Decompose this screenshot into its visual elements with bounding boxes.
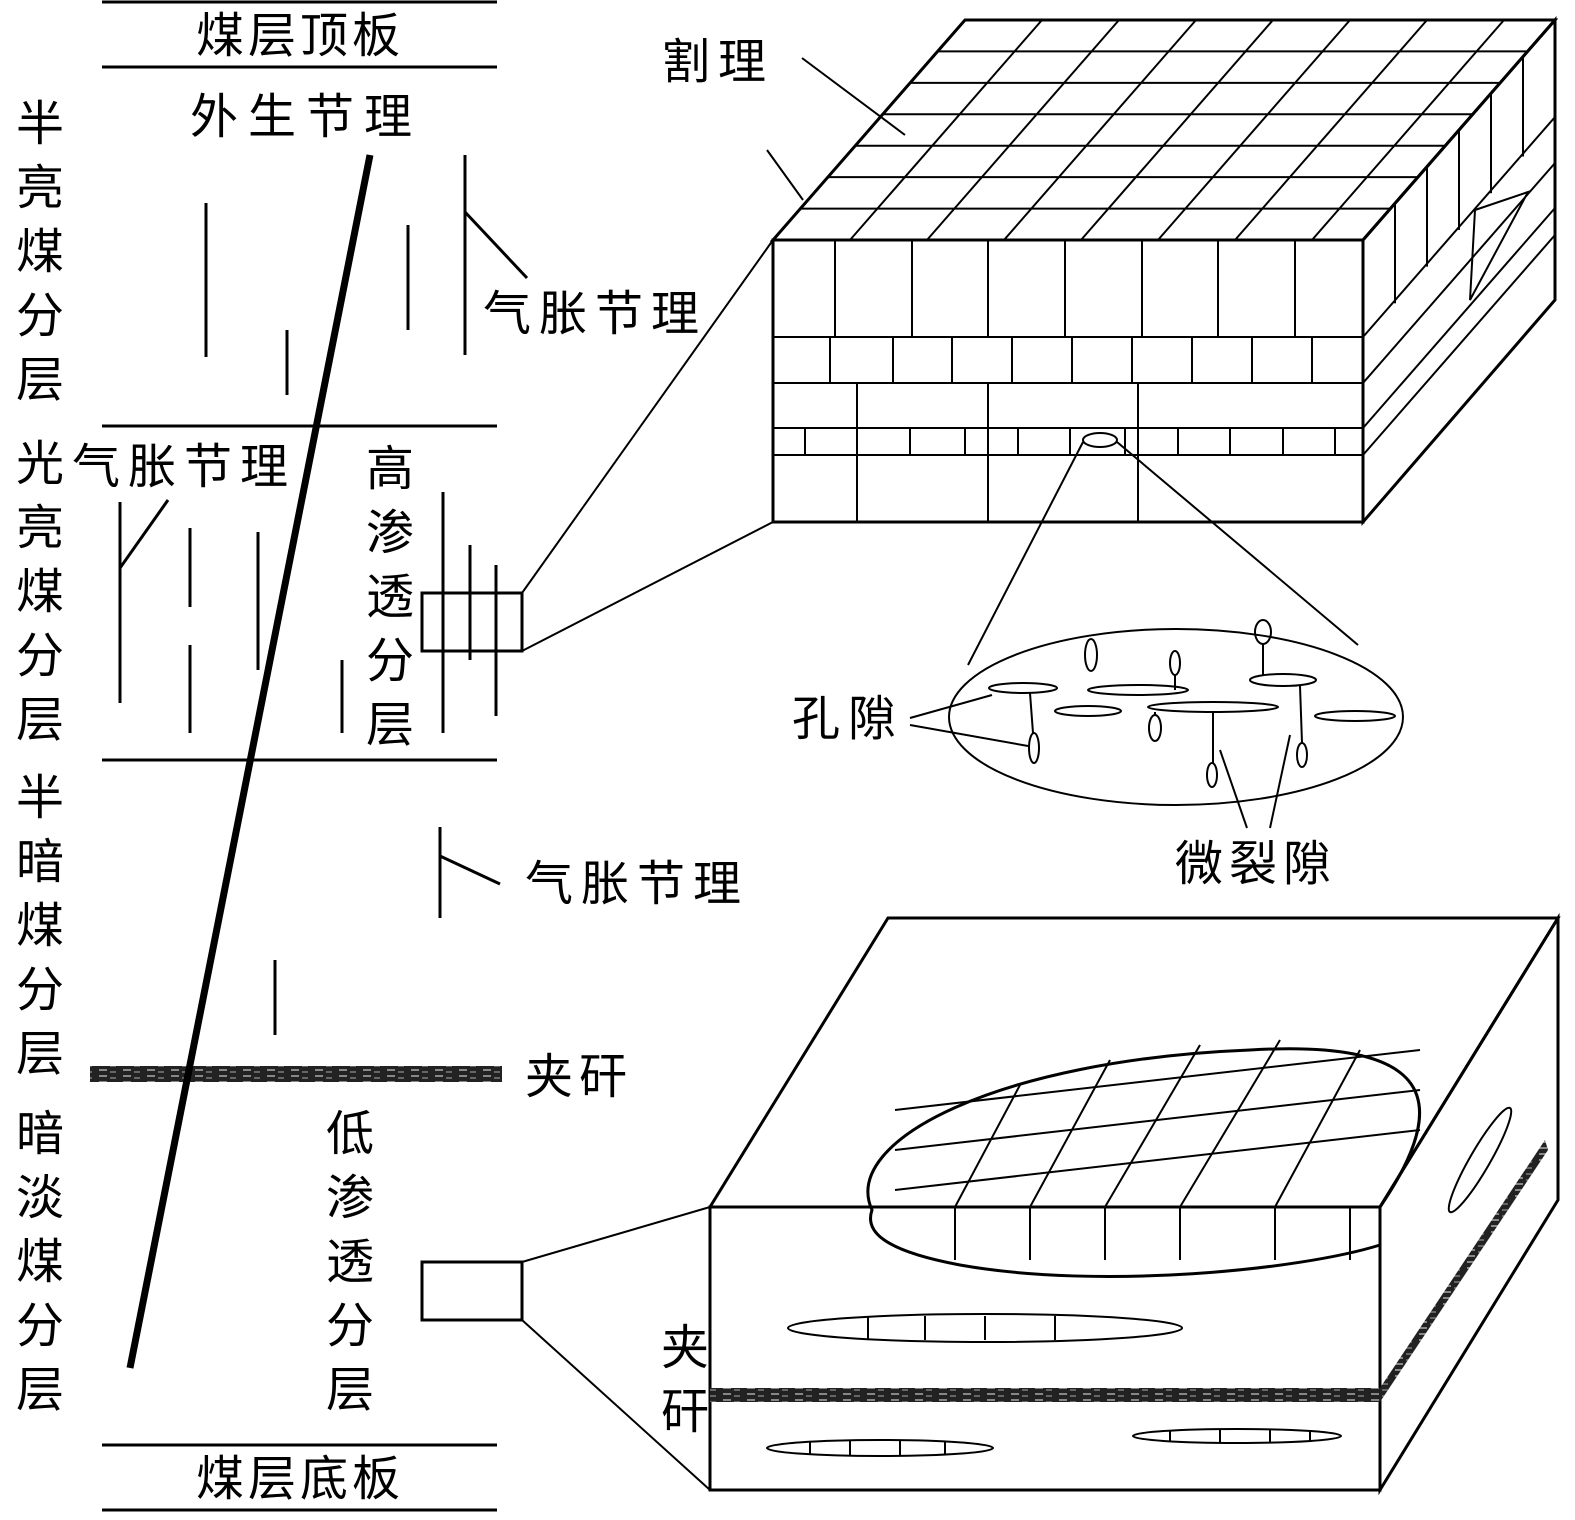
seam-column: 煤层顶板 煤层底板 外生节理 半亮煤分层 光亮煤分层 半暗煤分层 暗淡煤分层 气… xyxy=(7,0,774,1512)
parting-label: 夹矸 xyxy=(525,1049,633,1105)
layer-label-bright: 光亮煤分层 xyxy=(7,438,63,758)
low-perm-callout-box xyxy=(420,1260,524,1322)
high-perm-block: 割理 孔隙 微裂隙 xyxy=(662,16,1559,892)
pores-label: 孔隙 xyxy=(792,691,904,747)
roof-label: 煤层顶板 xyxy=(196,8,404,64)
cleat-label: 割理 xyxy=(662,34,774,90)
floor-label: 煤层底板 xyxy=(196,1451,404,1507)
layer-label-dull: 暗淡煤分层 xyxy=(7,1108,63,1428)
pores xyxy=(909,619,1396,829)
layer-label-semi-dull: 半暗煤分层 xyxy=(7,772,63,1092)
layer-label-semi-bright: 半亮煤分层 xyxy=(7,98,63,418)
low-perm-block: 夹矸 xyxy=(652,912,1561,1496)
high-perm-label: 高渗透分层 xyxy=(357,443,413,763)
parting-band-block xyxy=(710,1388,1380,1402)
exogenous-joint-label: 外生节理 xyxy=(190,89,422,145)
gas-joints xyxy=(118,155,529,1035)
low-perm-label: 低渗透分层 xyxy=(317,1108,373,1428)
pore-magnified-view xyxy=(948,628,1404,806)
gas-joint-label: 气胀节理 xyxy=(72,439,296,495)
high-perm-callout-box xyxy=(420,591,524,653)
parting-band xyxy=(90,1066,502,1082)
gas-joint-label: 气胀节理 xyxy=(483,286,707,342)
parting-label-block: 夹矸 xyxy=(652,1322,708,1450)
exogenous-joint-line xyxy=(126,154,374,1369)
gas-joint-label: 气胀节理 xyxy=(525,856,749,912)
microfractures-label: 微裂隙 xyxy=(1175,836,1337,892)
